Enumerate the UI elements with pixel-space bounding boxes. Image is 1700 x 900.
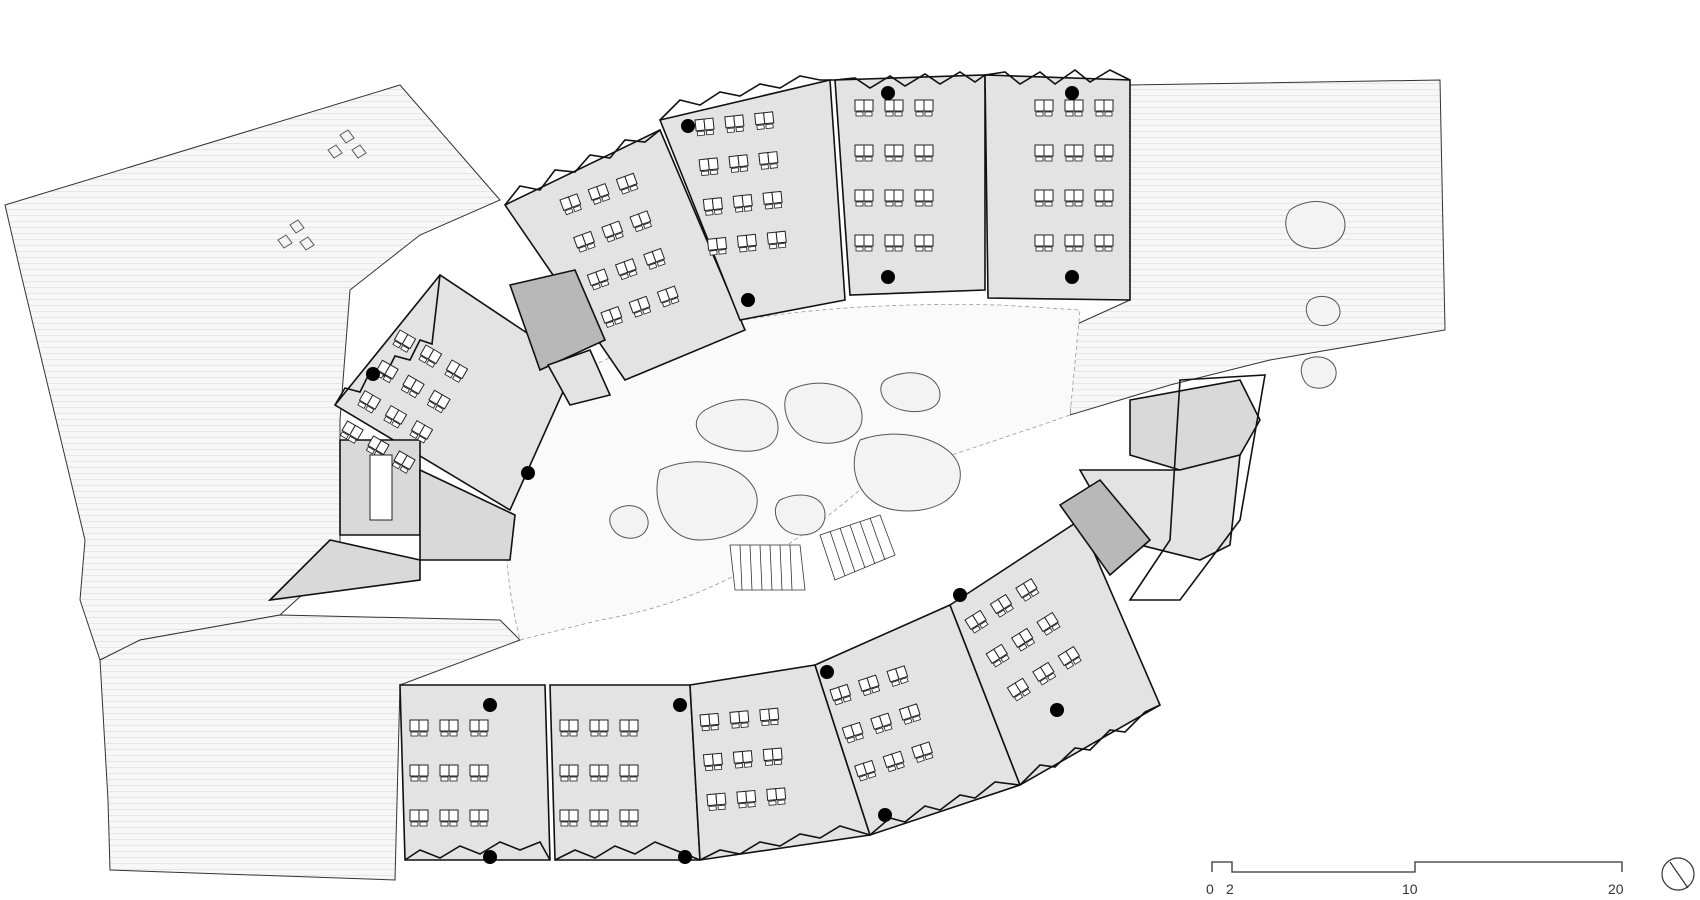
scale-bar: 0 2 10 20 — [1206, 861, 1624, 897]
columns — [366, 86, 1079, 864]
lift-north — [546, 348, 612, 406]
north-arrow-icon — [1661, 857, 1695, 891]
terrace-east — [1069, 79, 1446, 416]
scale-tick-0: 0 — [1206, 881, 1214, 897]
stair-north — [508, 269, 607, 372]
north-wing — [267, 69, 1131, 602]
storage-room — [419, 468, 516, 561]
scale-tick-20: 20 — [1608, 881, 1624, 897]
desk-layout — [339, 99, 1114, 827]
scale-tick-2: 2 — [1226, 881, 1234, 897]
corner-room — [267, 539, 421, 602]
courtyard-planting — [277, 129, 1346, 541]
amphitheatre-steps — [729, 514, 896, 591]
scale-tick-10: 10 — [1402, 881, 1418, 897]
classroom-n5 — [984, 74, 1131, 301]
stair-south — [1058, 478, 1152, 577]
east-prow — [1128, 374, 1266, 601]
terrace-southwest — [99, 614, 521, 881]
